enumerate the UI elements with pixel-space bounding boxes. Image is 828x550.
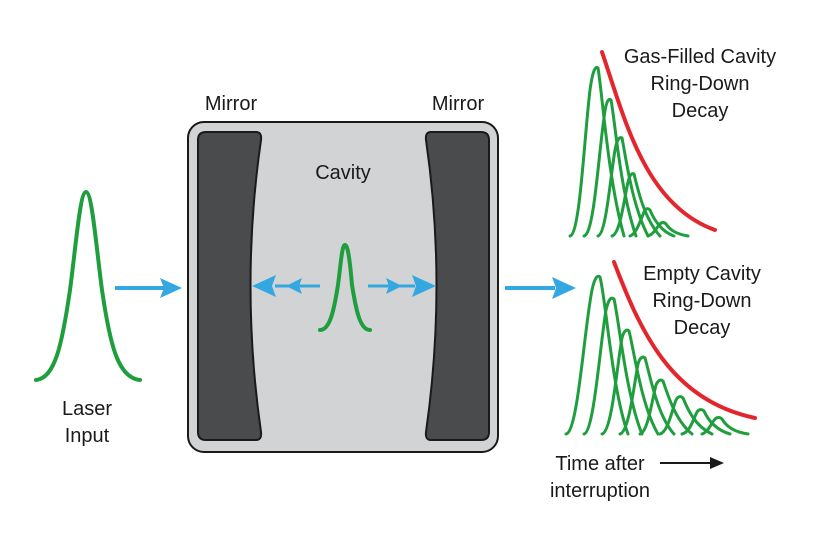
gas-filled-label-line1: Gas-Filled Cavity [624,46,776,68]
arrow-cavity-left [252,275,320,297]
arrow-cavity-right [368,275,436,297]
empty-pulse-3 [600,328,660,436]
mirror-left-label: Mirror [205,93,258,115]
empty-pulse-7 [680,408,732,436]
mirror-left-shape [197,131,263,441]
time-axis-arrow [660,457,724,469]
mirror-right-shape [424,131,490,441]
empty-decay-envelope [612,260,757,420]
time-axis-label-line2: interruption [550,480,650,502]
empty-pulse-2 [582,296,644,436]
time-axis-label-line1: Time after [555,453,645,475]
empty-cavity-pulses [564,274,750,436]
cavity-body [187,121,499,453]
gas-pulse-2 [582,97,638,238]
empty-pulse-4 [618,355,676,436]
gas-decay-envelope [600,50,717,232]
empty-pulse-1 [564,274,630,436]
gas-filled-label-line2: Ring-Down [651,73,750,95]
empty-cavity-label-line1: Empty Cavity [643,263,761,285]
gas-filled-label-line3: Decay [672,100,729,122]
gas-pulse-6 [646,221,690,238]
gas-filled-pulses [568,65,690,238]
arrow-output [505,277,576,299]
gas-pulse-1 [568,65,626,238]
empty-pulse-8 [700,416,750,436]
empty-cavity-label-line2: Ring-Down [653,290,752,312]
mirror-right-label: Mirror [432,93,485,115]
arrow-input [115,278,182,298]
laser-input-pulse [34,189,142,382]
laser-input-label-line2: Input [65,425,110,447]
laser-input-label-line1: Laser [62,398,112,420]
empty-cavity-label-line3: Decay [674,317,731,339]
cavity-pulse [318,242,372,332]
cavity-label: Cavity [315,162,371,184]
gas-pulse-3 [596,136,650,238]
gas-pulse-4 [610,172,662,238]
